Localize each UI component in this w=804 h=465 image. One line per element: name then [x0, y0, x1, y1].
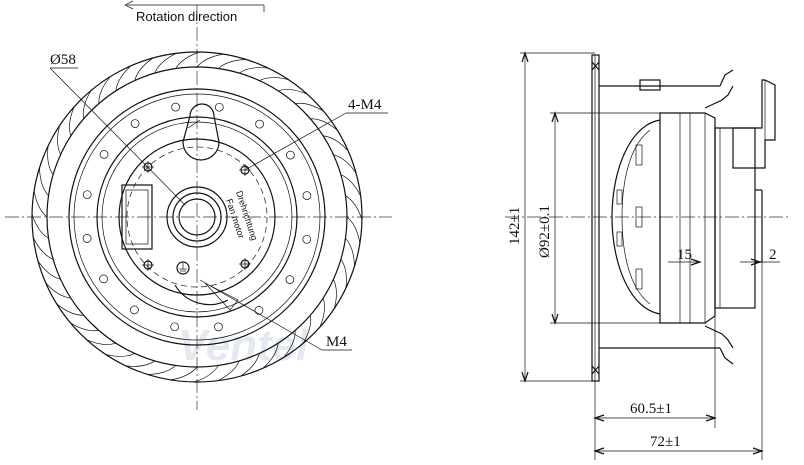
screw-4-m4-label: 4-M4: [348, 97, 382, 113]
impeller-blade: [98, 76, 111, 104]
ground-symbol-icon: [176, 261, 190, 275]
screw-hole-icon: [239, 258, 251, 270]
impeller-blade: [37, 260, 61, 280]
vent-hole: [214, 322, 223, 332]
impeller-blade: [345, 238, 355, 267]
m4-leader: [199, 279, 323, 351]
hub-ring: [118, 138, 276, 296]
backplate-inner-ring: [73, 93, 321, 341]
impeller-blade: [240, 353, 260, 377]
label-window: [121, 184, 153, 250]
rotor-ring: [96, 116, 298, 318]
backplate-ring: [68, 88, 326, 346]
impeller-blade: [105, 353, 135, 357]
impeller-blade: [33, 190, 48, 218]
shaft-outer: [166, 186, 228, 248]
rotation-direction-label: Rotation direction: [136, 9, 237, 24]
vent-hole: [171, 102, 180, 112]
screw-leader: [244, 112, 347, 171]
impeller-blade: [125, 360, 155, 367]
impeller-blade: [134, 57, 154, 81]
impeller-blade: [45, 282, 71, 299]
vent-hole: [254, 306, 264, 315]
dim-2: 2: [769, 247, 777, 263]
impeller-blade: [262, 343, 279, 369]
impeller-blade: [283, 330, 296, 358]
motor-body: [659, 112, 716, 324]
impeller-blade: [175, 51, 200, 69]
vent-hole: [286, 150, 295, 160]
screw-hole-icon: [142, 259, 154, 271]
dim-60-5: 60.5±1: [630, 401, 672, 417]
ventilation-holes: [82, 102, 312, 332]
impeller-blade: [346, 216, 361, 244]
impeller-blade: [115, 65, 132, 91]
dim-72: 72±1: [650, 434, 681, 450]
impeller-blade: [310, 118, 338, 131]
shaft-inner: [178, 198, 216, 236]
top-cap: [182, 103, 220, 161]
impeller-blade: [86, 339, 117, 345]
impeller-blade: [323, 135, 349, 152]
impeller-blade: [70, 322, 99, 332]
vent-hole: [99, 150, 109, 159]
impeller-blade: [147, 365, 176, 375]
impeller-blade: [319, 297, 325, 328]
vent-hole: [285, 275, 295, 284]
impeller-outer-ring: [31, 51, 363, 383]
vent-hole: [214, 102, 224, 112]
impeller-blade: [82, 90, 92, 119]
impeller-blade: [39, 167, 49, 196]
vent-hole: [255, 119, 264, 129]
bolt-circle: [126, 146, 268, 288]
impeller-blade: [194, 365, 219, 383]
impeller-blade: [69, 106, 75, 137]
vent-hole: [99, 274, 108, 284]
impeller-blade: [31, 214, 49, 239]
vent-hole: [130, 305, 139, 315]
impeller-blade: [217, 360, 240, 382]
diameter-leader: [49, 67, 186, 206]
impeller-blade: [32, 237, 54, 260]
impeller-blade: [333, 154, 357, 174]
vent-hole: [82, 190, 92, 200]
impeller-blade: [218, 59, 247, 69]
vent-hole: [82, 234, 92, 243]
impeller-plate: [591, 54, 600, 382]
side-view: 142±1 Ø92±0.1: [505, 51, 790, 460]
vent-hole: [302, 191, 312, 200]
impeller-blade: [345, 195, 363, 220]
vent-hole: [170, 322, 180, 332]
rotation-arrow-icon: [124, 0, 134, 10]
impeller-blade: [340, 174, 362, 197]
impeller-blade: [259, 77, 289, 81]
front-view: Drehrichtung Fan motor Rotation directio…: [5, 0, 392, 410]
impeller-blade: [170, 366, 198, 381]
dim-15: 15: [677, 247, 692, 263]
cable-gland: [732, 79, 776, 169]
impeller-blade: [333, 279, 337, 309]
vent-hole: [302, 234, 312, 244]
impeller-blade: [239, 67, 269, 74]
diameter-58-label: Ø58: [50, 52, 76, 68]
impeller-blades: [31, 51, 363, 383]
impeller-blade: [295, 102, 324, 112]
impeller-blade: [154, 52, 177, 74]
impeller-blade: [57, 125, 61, 155]
shaft-middle: [172, 192, 222, 242]
vent-hole: [130, 119, 140, 128]
impeller-blade: [196, 53, 224, 68]
dim-142: 142±1: [507, 207, 523, 245]
impeller-blade: [277, 89, 308, 95]
impeller-blade: [47, 145, 54, 175]
rotor-dome: [611, 119, 661, 315]
mounting-flange: [714, 127, 756, 309]
impeller-blade: [302, 315, 312, 344]
m4-label: M4: [326, 334, 347, 350]
screw-holes: [142, 161, 251, 271]
impeller-blade: [340, 259, 347, 289]
dim-92: Ø92±0.1: [537, 205, 553, 258]
impeller-blade: [56, 303, 84, 316]
